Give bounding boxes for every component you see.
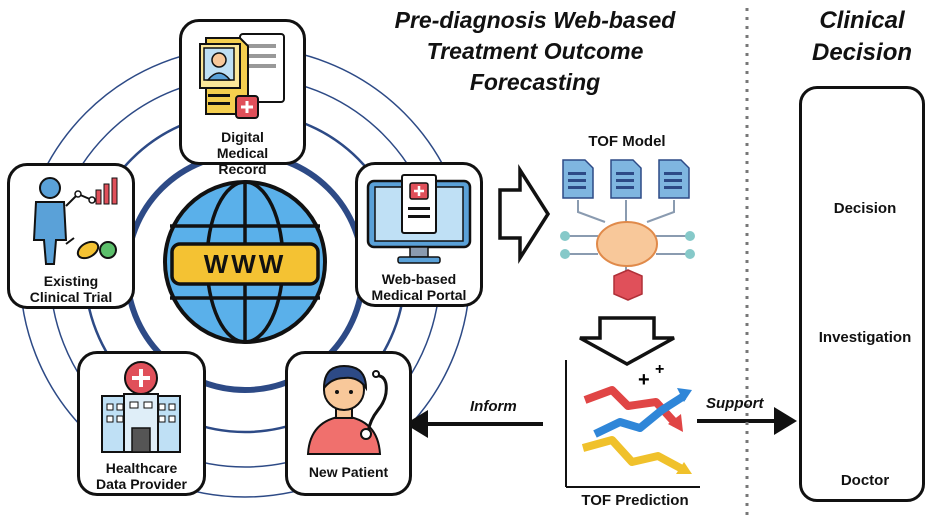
patient-icon [306,364,388,455]
hospital-icon [101,361,181,453]
node-web-based-medical-portal[interactable]: Web-based Medical Portal [355,162,483,307]
page-title: Pre-diagnosis Web-based Treatment Outcom… [394,7,676,95]
node-new-patient[interactable]: New Patient [285,351,412,496]
flow-arrow-down-icon [579,316,675,366]
clinical-trial-icon [32,177,118,265]
svg-text:+: + [655,361,664,378]
inform-label: Inform [470,398,517,415]
doctor-label: Doctor [840,472,890,489]
node-healthcare-data-provider[interactable]: Healthcare Data Provider [77,351,206,496]
tof-prediction-label: TOF Prediction [581,492,689,509]
decision-label: Decision [833,200,897,217]
www-badge [170,242,320,286]
www-badge-text: WWW [203,249,287,279]
tof-model-label: TOF Model [588,133,666,150]
node-existing-clinical-trial[interactable]: Existing Clinical Trial [7,163,135,309]
node-label-digital-medical-record: Digital Medical Record [216,129,269,177]
flow-arrow-right-icon [498,163,551,265]
node-digital-medical-record[interactable]: Digital Medical Record [179,19,306,177]
prediction-chart-icon: + + [565,360,700,488]
clinical-decision-panel: Decision Investigation Doctor [799,86,925,502]
support-arrow-icon [697,407,797,435]
cube-icon [613,269,643,301]
medical-record-icon [199,33,285,119]
document-icon [562,159,690,199]
investigation-label: Investigation [818,329,912,346]
monitor-icon [366,174,472,264]
brain-network-icon [568,200,688,276]
node-label-web-based-medical-portal: Web-based Medical Portal [371,271,467,303]
brain-icon [596,221,658,267]
inform-arrow-icon [405,410,543,438]
node-label-healthcare-data-provider: Healthcare Data Provider [95,460,188,492]
svg-text:+: + [638,369,650,391]
node-label-existing-clinical-trial: Existing Clinical Trial [29,273,113,305]
node-label-new-patient: New Patient [308,464,389,480]
support-label: Support [706,395,764,412]
clinical-decision-title: Clinical Decision [811,7,913,66]
